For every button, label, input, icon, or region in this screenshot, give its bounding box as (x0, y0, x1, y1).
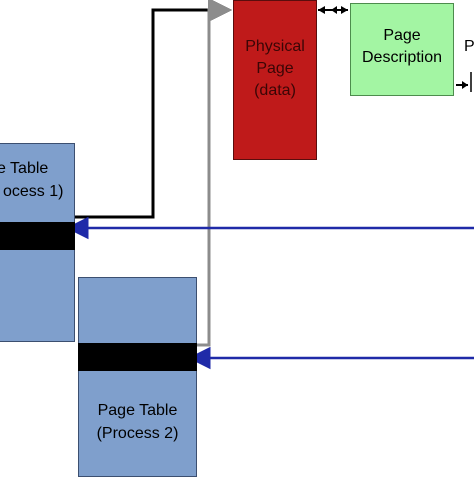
physical-page-label-line2: Page (256, 60, 294, 77)
page-table-2-entry (78, 343, 197, 371)
pointer-line-process-1 (75, 0, 232, 219)
page-table-1-label-line1: e Table (0, 160, 49, 177)
page-table-process-2 (78, 277, 197, 477)
link-arrowhead-mid (331, 6, 337, 14)
page-description-label-line1: Page (383, 27, 421, 44)
page-table-1-label-line2: ocess 1) (3, 183, 64, 200)
page-description (350, 3, 454, 96)
physical-page (233, 0, 317, 160)
link-arrowhead-left (318, 6, 325, 14)
link-description-out-arrowhead (462, 81, 468, 89)
pointer-line-process-2 (197, 0, 232, 347)
physical-page-label-line3: (data) (254, 82, 296, 99)
edge-glyph: P (464, 38, 474, 55)
physical-page-label-line1: Physical (245, 38, 305, 55)
page-table-1-entry (0, 222, 75, 250)
page-table-2-label-line1: Page Table (97, 402, 178, 419)
page-description-label-line2: Description (361, 49, 443, 66)
link-arrowhead-right (341, 6, 348, 14)
page-table-2-label-line2: (Process 2) (96, 425, 179, 442)
